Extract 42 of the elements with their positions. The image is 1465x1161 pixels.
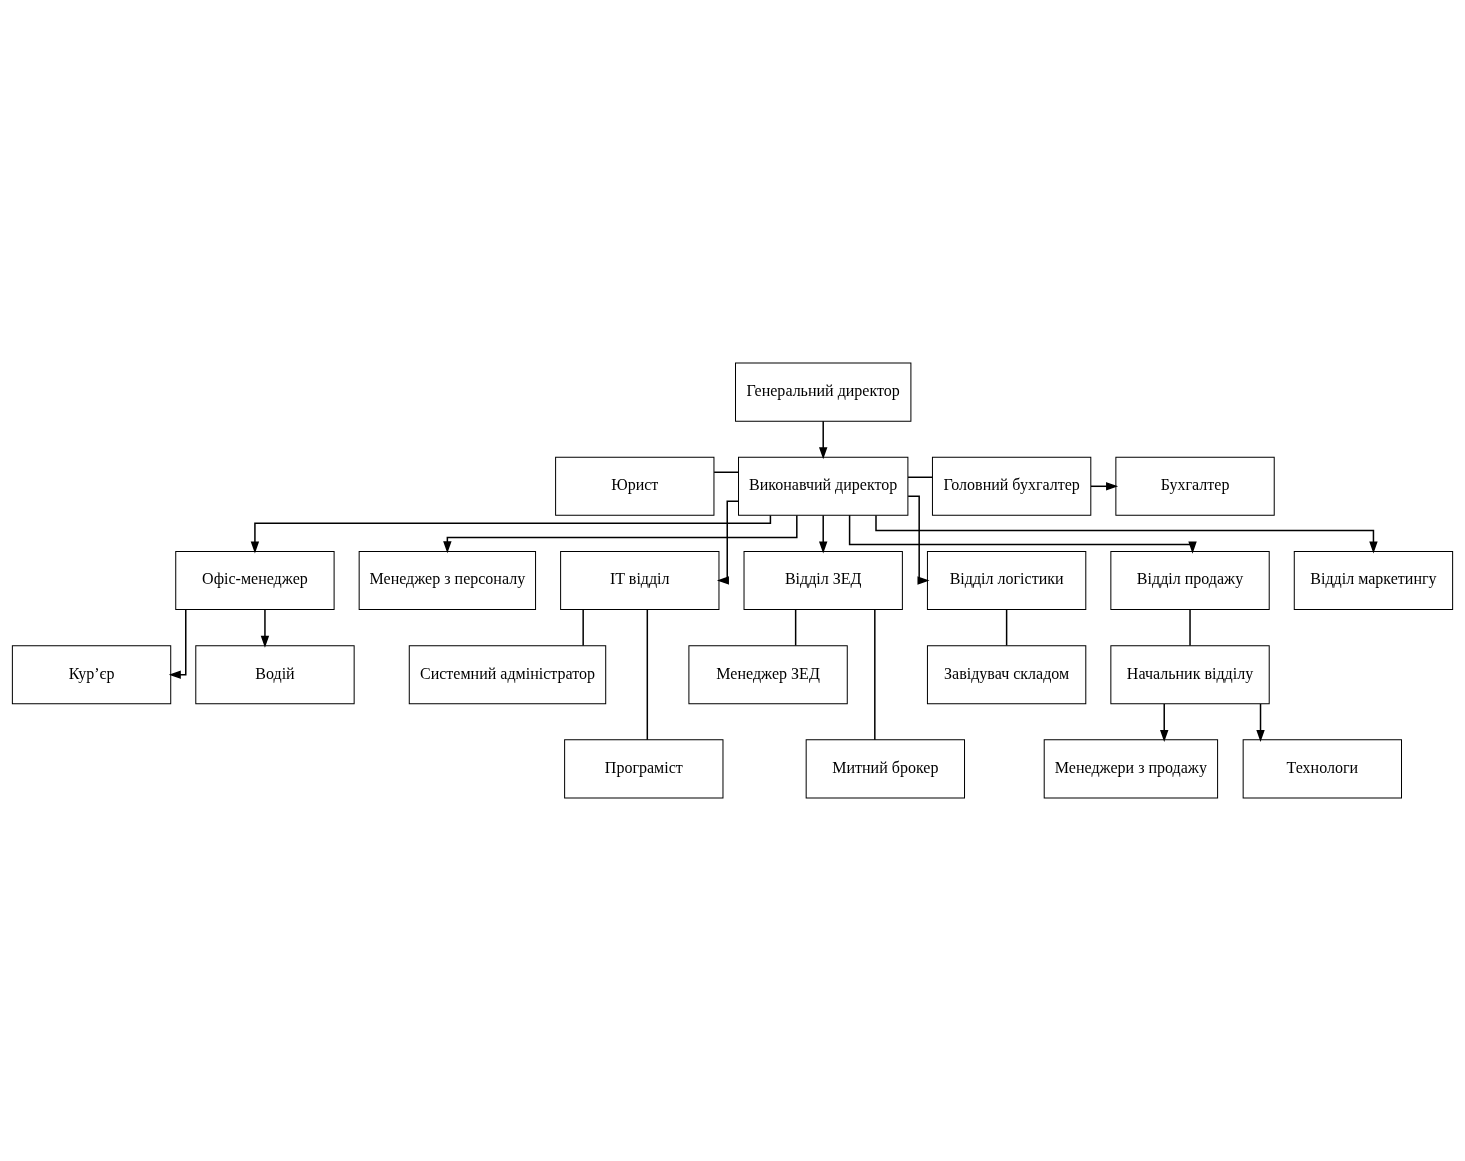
node-box: Технологи: [1242, 739, 1402, 799]
node-box: Менеджер з персоналу: [358, 550, 537, 611]
node-box: Начальник відділу: [1110, 645, 1270, 705]
node-box: Програміст: [564, 739, 724, 799]
connector: [1189, 609, 1191, 647]
arrow: [819, 514, 828, 554]
node-box: Менеджер ЗЕД: [688, 645, 848, 705]
node-box: Офіс-менеджер: [175, 550, 335, 611]
arrow: [1160, 703, 1169, 742]
arrow: [168, 609, 187, 679]
node-box: Відділ продажу: [1110, 550, 1270, 611]
node-box: Кур’єр: [11, 645, 172, 705]
connector: [646, 609, 649, 741]
node-box: Головний бухгалтер: [931, 456, 1092, 516]
node-box: Завідувач складом: [926, 645, 1087, 705]
node-box: Відділ ЗЕД: [743, 550, 903, 611]
arrow: [1256, 703, 1265, 742]
connector: [582, 609, 584, 647]
node-box: Відділ логістики: [926, 550, 1087, 611]
node-box: Системний адміністратор: [408, 645, 607, 705]
node-box: Юрист: [555, 456, 715, 516]
connector: [1005, 609, 1008, 647]
connector: [713, 471, 740, 473]
arrow: [848, 514, 1197, 554]
node-box: Бухгалтер: [1115, 456, 1275, 516]
node-box: Водій: [195, 645, 355, 705]
arrow: [260, 609, 270, 648]
arrow: [443, 514, 798, 554]
arrow: [907, 495, 930, 585]
node-box: Митний брокер: [805, 739, 965, 799]
arrow: [819, 420, 828, 460]
node-box: Виконавчий директор: [738, 456, 909, 516]
arrow: [875, 514, 1378, 554]
connector: [874, 609, 876, 741]
arrow: [716, 500, 739, 585]
connector: [907, 476, 934, 478]
node-box: Відділ маркетингу: [1293, 550, 1454, 611]
arrow: [250, 514, 772, 554]
connector: [794, 609, 797, 647]
node-box: IT відділ: [560, 550, 720, 611]
node-box: Менеджери з продажу: [1043, 739, 1219, 799]
node-box: Генеральний директор: [735, 362, 912, 422]
